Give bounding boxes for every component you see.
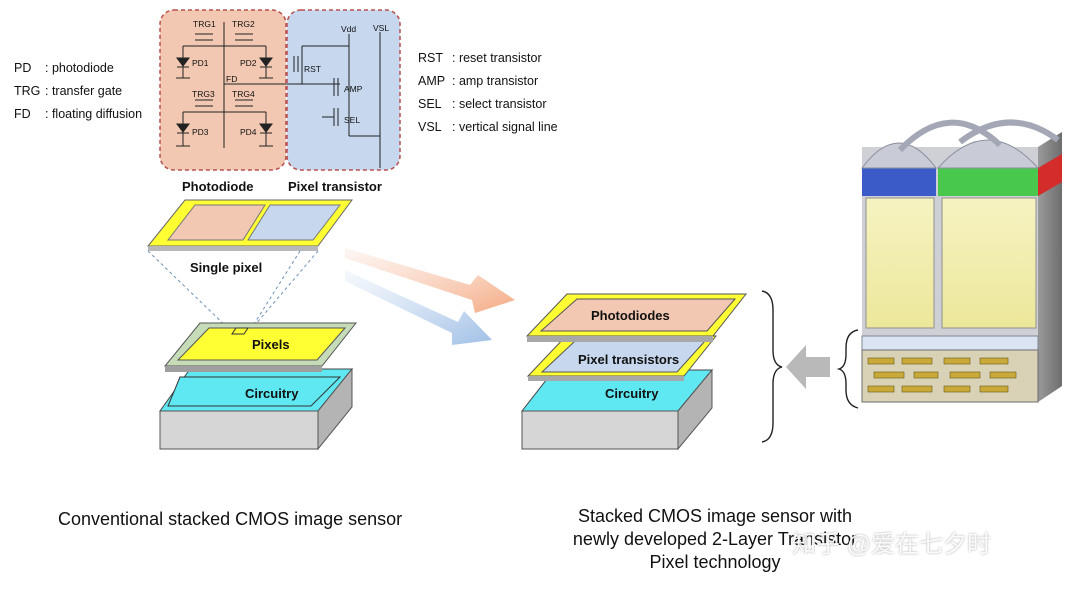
pd2-label: PD2 — [240, 58, 257, 68]
new-base — [521, 410, 679, 450]
rst-label: RST — [304, 64, 321, 74]
legend-vsl: VSL: vertical signal line — [418, 120, 558, 134]
amp-label: AMP — [344, 84, 363, 94]
pixel-transistors-label: Pixel transistors — [578, 352, 679, 367]
photodiode-schematic — [176, 22, 340, 148]
new-circuitry-label: Circuitry — [605, 386, 659, 401]
left-legend: PD: photodiode TRG: transfer gate FD: fl… — [14, 57, 142, 126]
gray-arrow — [786, 345, 830, 389]
trg2-label: TRG2 — [232, 19, 255, 29]
arrow-transistor — [345, 270, 492, 345]
legend-fd: FD: floating diffusion — [14, 107, 143, 121]
pixels-label: Pixels — [252, 337, 290, 352]
conventional-caption: Conventional stacked CMOS image sensor — [58, 509, 403, 529]
fd-label: FD — [226, 74, 237, 84]
conventional-pixels — [176, 327, 347, 361]
brace — [761, 290, 783, 443]
photodiodes-label: Photodiodes — [591, 308, 670, 323]
pd3-label: PD3 — [192, 127, 209, 137]
pixel-transistor-region — [286, 9, 401, 171]
transistor-area — [247, 204, 342, 241]
pixel-transistor-region-label: Pixel transistor — [288, 179, 382, 194]
photodiode-region-label: Photodiode — [182, 179, 254, 194]
conventional-circuitry — [167, 376, 342, 407]
watermark: 知乎 @爱在七夕时 — [792, 531, 992, 558]
right-legend: RST: reset transistor AMP: amp transisto… — [418, 47, 558, 139]
vdd-label: Vdd — [341, 24, 356, 34]
arrow-photodiode — [345, 248, 515, 313]
single-pixel-label: Single pixel — [190, 260, 262, 275]
new-design-caption: Stacked CMOS image sensor with newly dev… — [572, 506, 858, 572]
vsl-label: VSL — [373, 23, 389, 33]
blue-filter — [862, 168, 936, 196]
legend-rst: RST: reset transistor — [418, 51, 542, 65]
photodiode-region — [159, 9, 287, 171]
sel-label: SEL — [344, 115, 360, 125]
pd4-label: PD4 — [240, 127, 257, 137]
trg3-label: TRG3 — [192, 89, 215, 99]
green-filter — [938, 168, 1038, 196]
pd-area — [166, 204, 266, 241]
conventional-base — [159, 410, 319, 450]
pixel-cell-3d — [861, 119, 1062, 403]
trg1-label: TRG1 — [193, 19, 216, 29]
pd1-label: PD1 — [192, 58, 209, 68]
legend-pd: PD: photodiode — [14, 61, 114, 75]
legend-amp: AMP: amp transistor — [418, 74, 539, 88]
legend-trg: TRG: transfer gate — [14, 84, 123, 98]
conventional-circuitry-label: Circuitry — [245, 386, 299, 401]
transistor-schematic — [293, 32, 381, 168]
new-photodiodes — [539, 298, 737, 332]
trg4-label: TRG4 — [232, 89, 255, 99]
red-filter — [1038, 154, 1062, 196]
legend-sel: SEL: select transistor — [418, 97, 547, 111]
